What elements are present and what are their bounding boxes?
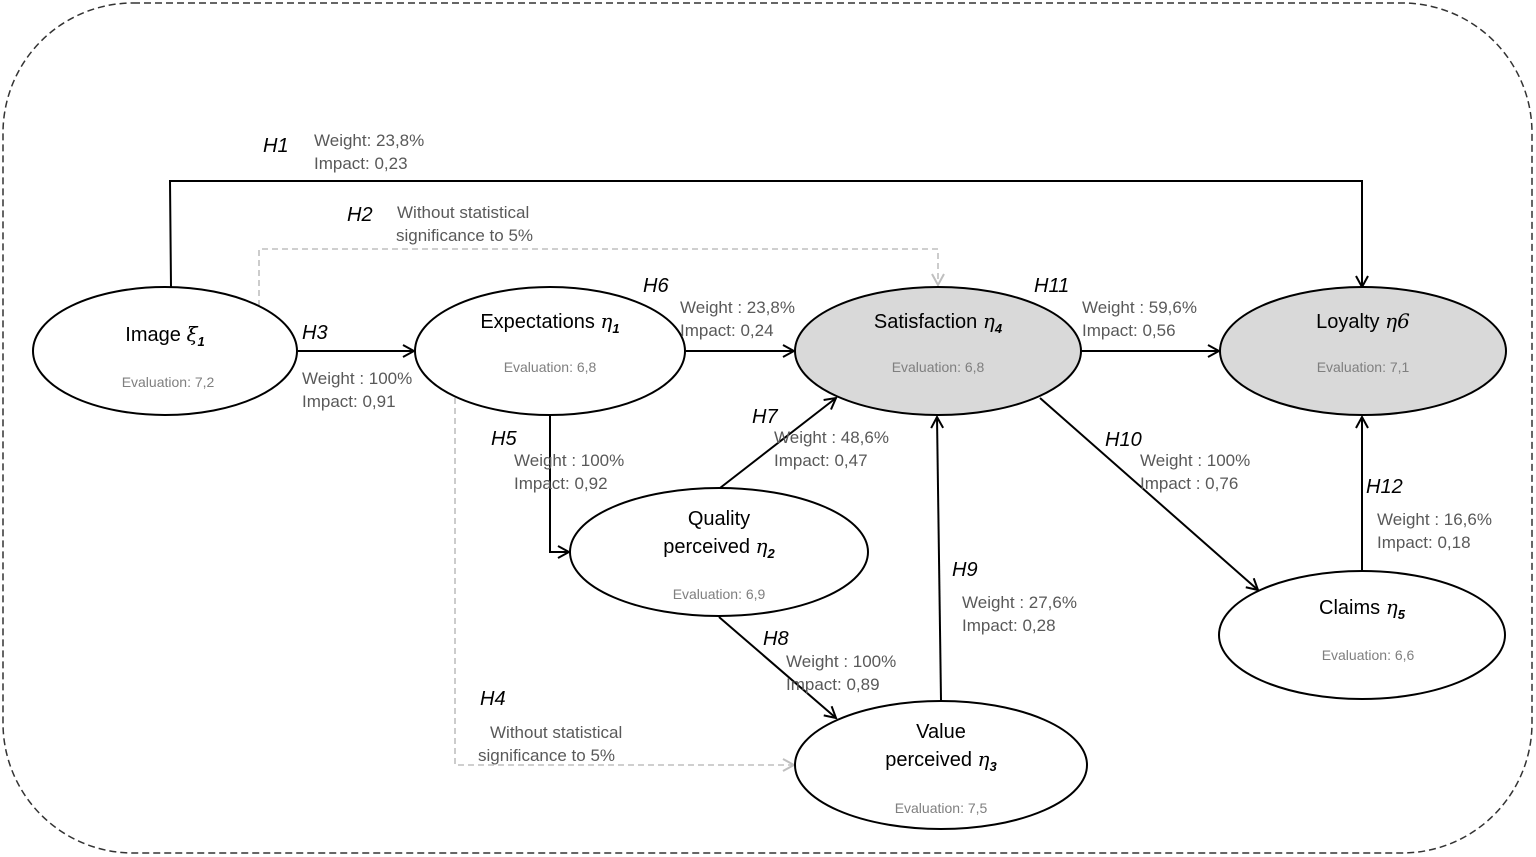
hypothesis-h7-label: H7 Weight : 48,6% Impact: 0,47 xyxy=(752,406,889,470)
path-h10 xyxy=(1039,397,1258,590)
node-satisfaction-shape xyxy=(794,286,1082,416)
weight-label: Weight: 23,8% xyxy=(314,131,424,150)
node-value-title-line1: Value xyxy=(916,721,966,743)
node-claims[interactable]: Claims η5 Evaluation: 6,6 xyxy=(1218,570,1506,700)
path-h7 xyxy=(719,398,836,489)
path-h5 xyxy=(549,416,569,552)
weight-label: Weight : 100% xyxy=(514,451,624,470)
hypothesis-id: H10 xyxy=(1105,429,1142,451)
node-quality-evaluation: Evaluation: 6,9 xyxy=(673,586,766,602)
node-expectations-shape xyxy=(414,286,686,416)
node-value-shape xyxy=(794,700,1088,830)
hypothesis-id: H11 xyxy=(1034,275,1069,297)
hypothesis-id: H5 xyxy=(491,428,517,450)
note-line2: significance to 5% xyxy=(478,746,615,765)
node-value-evaluation: Evaluation: 7,5 xyxy=(895,800,988,816)
node-expectations[interactable]: Expectations η1 Evaluation: 6,8 xyxy=(414,286,686,416)
impact-label: Impact: 0,56 xyxy=(1082,321,1176,340)
hypothesis-id: H4 xyxy=(480,688,506,710)
node-image-evaluation: Evaluation: 7,2 xyxy=(122,374,215,390)
node-loyalty[interactable]: Loyalty η6 Evaluation: 7,1 xyxy=(1219,286,1507,416)
node-claims-title: Claims η5 xyxy=(1319,595,1406,622)
hypothesis-h5-label: H5 Weight : 100% Impact: 0,92 xyxy=(491,428,624,493)
impact-label: Impact: 0,23 xyxy=(314,154,408,173)
node-satisfaction-title: Satisfaction η4 xyxy=(874,309,1003,336)
node-loyalty-evaluation: Evaluation: 7,1 xyxy=(1317,359,1410,375)
hypothesis-h6-label: H6 Weight : 23,8% Impact: 0,24 xyxy=(643,275,795,340)
weight-label: Weight : 100% xyxy=(302,369,412,388)
impact-label: Impact: 0,92 xyxy=(514,474,608,493)
path-h1 xyxy=(168,180,1362,287)
node-value[interactable]: Value perceived η3 Evaluation: 7,5 xyxy=(794,700,1088,830)
node-claims-shape xyxy=(1218,570,1506,700)
impact-label: Impact: 0,89 xyxy=(786,675,880,694)
impact-label: Impact: 0,28 xyxy=(962,616,1056,635)
hypothesis-id: H9 xyxy=(952,559,978,581)
hypothesis-h11-label: H11 Weight : 59,6% Impact: 0,56 xyxy=(1034,275,1197,340)
hypothesis-id: H1 xyxy=(263,135,289,157)
impact-label: Impact: 0,24 xyxy=(680,321,774,340)
weight-label: Weight : 23,8% xyxy=(680,298,795,317)
hypothesis-h3-label: H3 Weight : 100% Impact: 0,91 xyxy=(302,322,412,411)
node-expectations-evaluation: Evaluation: 6,8 xyxy=(504,359,597,375)
impact-label: Impact: 0,91 xyxy=(302,392,396,411)
path-h2 xyxy=(258,248,938,306)
note-line2: significance to 5% xyxy=(396,226,533,245)
path-h9 xyxy=(937,417,941,701)
path-h4 xyxy=(454,398,794,765)
node-image[interactable]: Image ξ1 Evaluation: 7,2 xyxy=(32,286,298,416)
connectors xyxy=(168,180,1362,765)
hypothesis-h2-label: H2 Without statistical significance to 5… xyxy=(347,203,533,245)
hypothesis-id: H6 xyxy=(643,275,669,297)
node-expectations-title: Expectations η1 xyxy=(480,309,619,336)
weight-label: Weight : 100% xyxy=(786,652,896,671)
node-satisfaction-evaluation: Evaluation: 6,8 xyxy=(892,359,985,375)
hypothesis-h12-label: H12 Weight : 16,6% Impact: 0,18 xyxy=(1366,476,1492,552)
weight-label: Weight : 16,6% xyxy=(1377,510,1492,529)
hypothesis-h4-label: H4 Without statistical significance to 5… xyxy=(478,688,622,765)
node-claims-evaluation: Evaluation: 6,6 xyxy=(1322,647,1415,663)
node-value-title-line2: perceived η3 xyxy=(885,747,997,774)
hypothesis-id: H2 xyxy=(347,204,373,226)
impact-label: Impact: 0,47 xyxy=(774,451,868,470)
hypothesis-h1-label: H1 Weight: 23,8% Impact: 0,23 xyxy=(263,131,424,173)
path-h8 xyxy=(718,616,836,718)
hypothesis-id: H7 xyxy=(752,406,778,428)
impact-label: Impact: 0,18 xyxy=(1377,533,1471,552)
hypothesis-id: H12 xyxy=(1366,476,1403,498)
weight-label: Weight : 27,6% xyxy=(962,593,1077,612)
node-satisfaction[interactable]: Satisfaction η4 Evaluation: 6,8 xyxy=(794,286,1082,416)
node-quality-title-line2: perceived η2 xyxy=(663,534,775,561)
node-quality-title-line1: Quality xyxy=(688,508,750,530)
node-image-title: Image ξ1 xyxy=(125,322,204,349)
hypothesis-h9-label: H9 Weight : 27,6% Impact: 0,28 xyxy=(952,559,1077,635)
impact-label: Impact : 0,76 xyxy=(1140,474,1238,493)
hypothesis-id: H8 xyxy=(763,628,789,650)
node-loyalty-shape xyxy=(1219,286,1507,416)
hypothesis-h8-label: H8 Weight : 100% Impact: 0,89 xyxy=(763,628,896,694)
hypothesis-id: H3 xyxy=(302,322,328,344)
node-image-shape xyxy=(32,286,298,416)
hypothesis-h10-label: H10 Weight : 100% Impact : 0,76 xyxy=(1105,429,1250,493)
node-quality[interactable]: Quality perceived η2 Evaluation: 6,9 xyxy=(569,487,869,617)
weight-label: Weight : 48,6% xyxy=(774,428,889,447)
node-loyalty-title: Loyalty η6 xyxy=(1316,309,1410,333)
node-quality-shape xyxy=(569,487,869,617)
weight-label: Weight : 100% xyxy=(1140,451,1250,470)
weight-label: Weight : 59,6% xyxy=(1082,298,1197,317)
note-line1: Without statistical xyxy=(397,203,529,222)
note-line1: Without statistical xyxy=(490,723,622,742)
